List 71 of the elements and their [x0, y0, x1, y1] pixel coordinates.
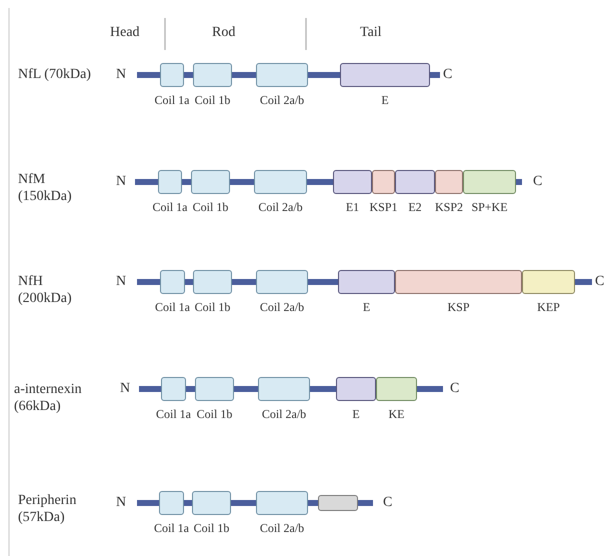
- domain-label: Coil 1b: [194, 300, 230, 315]
- domain-box: [193, 270, 232, 294]
- domain-label: Coil 2a/b: [260, 93, 304, 108]
- domain-label: Coil 1b: [192, 200, 228, 215]
- domain-label: Coil 2a/b: [262, 407, 306, 422]
- domain-label: KSP: [448, 300, 470, 315]
- domain-box: [256, 491, 308, 515]
- domain-label: Coil 1a: [154, 521, 189, 536]
- terminus-label: N: [116, 173, 126, 190]
- domain-box: [256, 63, 308, 87]
- domain-label: KEP: [537, 300, 560, 315]
- domain-label: Coil 2a/b: [258, 200, 303, 215]
- domain-label: E: [381, 93, 389, 108]
- domain-label: E2: [408, 200, 422, 215]
- domain-label: E: [362, 300, 370, 315]
- terminus-label: C: [443, 66, 452, 83]
- domain-box: [193, 63, 232, 87]
- domain-label: E: [352, 407, 360, 422]
- domain-box: [340, 63, 430, 87]
- domain-label: KSP1: [370, 200, 398, 215]
- terminus-label: N: [116, 494, 126, 511]
- terminus-label: C: [533, 173, 542, 190]
- domain-box: [195, 377, 234, 401]
- domain-label: Coil 2a/b: [260, 300, 304, 315]
- domain-box: [161, 377, 186, 401]
- domain-box: [258, 377, 310, 401]
- region-label: Head: [110, 24, 140, 41]
- terminus-label: C: [383, 494, 392, 511]
- protein-label: NfM (150kDa): [18, 171, 73, 205]
- domain-box: [376, 377, 417, 401]
- protein-label: NfL (70kDa): [18, 66, 92, 83]
- domain-box: [372, 170, 395, 194]
- domain-box: [338, 270, 395, 294]
- domain-box: [158, 170, 182, 194]
- domain-label: Coil 1a: [154, 93, 190, 108]
- domain-label: Coil 1a: [156, 407, 191, 422]
- protein-label: Peripherin (57kDa): [18, 492, 78, 526]
- terminus-label: N: [116, 273, 126, 290]
- domain-label: Coil 2a/b: [260, 521, 304, 536]
- domain-box: [191, 170, 230, 194]
- domain-box: [463, 170, 516, 194]
- domain-box: [336, 377, 376, 401]
- domain-box: [160, 63, 184, 87]
- domain-box: [395, 270, 522, 294]
- terminus-label: C: [450, 380, 460, 397]
- region-label: Rod: [212, 24, 236, 41]
- domain-box: [159, 491, 184, 515]
- domain-label: KE: [388, 407, 404, 422]
- domain-box: [522, 270, 575, 294]
- domain-box: [256, 270, 308, 294]
- domain-box: [435, 170, 463, 194]
- protein-label: a-internexin (66kDa): [14, 381, 83, 415]
- domain-label: Coil 1a: [155, 300, 190, 315]
- region-label: Tail: [360, 24, 382, 41]
- domain-label: E1: [346, 200, 360, 215]
- domain-box: [254, 170, 307, 194]
- terminus-label: C: [595, 273, 604, 290]
- domain-label: SP+KE: [471, 200, 508, 215]
- domain-label: Coil 1b: [194, 93, 230, 108]
- domain-label: Coil 1b: [196, 407, 232, 422]
- protein-label: NfH (200kDa): [18, 273, 73, 307]
- domain-label: KSP2: [435, 200, 463, 215]
- terminus-label: N: [116, 66, 126, 83]
- terminus-label: N: [120, 380, 130, 397]
- domain-box: [160, 270, 185, 294]
- domain-box: [192, 491, 231, 515]
- domain-box: [333, 170, 372, 194]
- domain-box: [318, 495, 358, 511]
- domain-box: [395, 170, 435, 194]
- domain-label: Coil 1b: [194, 521, 230, 536]
- domain-label: Coil 1a: [152, 200, 188, 215]
